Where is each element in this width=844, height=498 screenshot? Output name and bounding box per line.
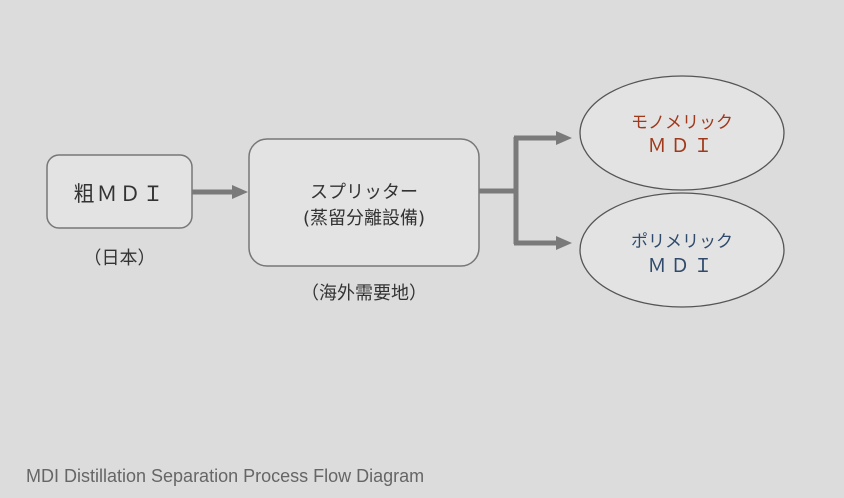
polymeric-label-line2: ＭＤＩ (647, 255, 717, 277)
figure-caption: MDI Distillation Separation Process Flow… (26, 466, 425, 486)
arrow-to-polymeric (514, 236, 572, 250)
arrow-crude-to-splitter (192, 185, 248, 199)
branch-connector (479, 137, 519, 244)
polymeric-label-line1: ポリメリック (631, 232, 733, 252)
splitter-box (248, 138, 480, 267)
arrow-to-monomeric (514, 131, 572, 145)
crude-mdi-location: （日本） (83, 248, 156, 269)
monomeric-label-line2: ＭＤＩ (647, 135, 717, 157)
polymeric-ellipse (579, 192, 785, 308)
splitter-location: （海外需要地） (301, 283, 427, 304)
crude-mdi-label: 粗ＭＤＩ (73, 182, 166, 206)
monomeric-ellipse (579, 75, 785, 191)
monomeric-label-line1: モノメリック (631, 113, 733, 133)
splitter-label-line1: スプリッター (310, 182, 418, 203)
splitter-label-line2: (蒸留分離設備) (302, 208, 426, 229)
